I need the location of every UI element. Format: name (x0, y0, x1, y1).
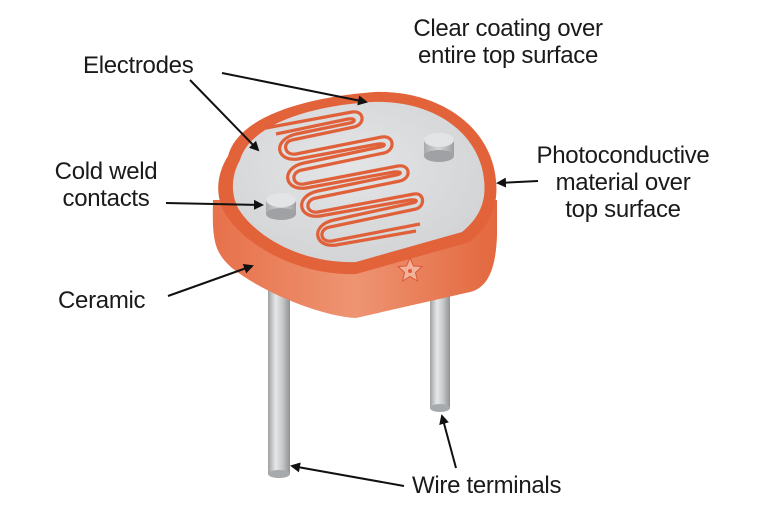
label-clear-coating-line1: Clear coating over (413, 15, 603, 42)
left-wire-tip (268, 470, 290, 478)
arrow-wire-left (290, 462, 405, 487)
label-photo-line2: material over (555, 169, 691, 196)
arrow-wire-right (439, 414, 457, 469)
electrodes-pattern (265, 110, 425, 247)
label-cold-weld-line1: Cold weld (54, 158, 158, 185)
electrode-track-outer (265, 110, 425, 243)
electrode-track-inner (275, 117, 418, 247)
wire-terminals (268, 278, 450, 478)
arrow-coldweld (165, 199, 264, 210)
callout-arrows (165, 72, 539, 487)
left-wire (268, 290, 290, 474)
label-cold-weld-line2: contacts (62, 185, 150, 212)
cold-weld-contacts (266, 133, 454, 220)
left-contact-top (266, 193, 296, 207)
right-contact-bottom (424, 150, 454, 162)
left-contact-bottom (266, 208, 296, 220)
adafruit-flower-icon (396, 256, 424, 283)
label-photo-line1: Photoconductive (536, 142, 710, 169)
label-cold-weld-contacts: Cold weld contacts (36, 158, 176, 212)
label-electrodes: Electrodes (83, 52, 194, 79)
label-ceramic-text: Ceramic (58, 287, 146, 314)
label-photoconductive-material: Photoconductive material over top surfac… (508, 142, 738, 223)
label-clear-coating: Clear coating over entire top surface (388, 15, 628, 69)
arrow-ceramic (167, 263, 254, 297)
right-wire-tip (430, 404, 450, 412)
label-ceramic: Ceramic (58, 287, 146, 314)
right-wire (430, 278, 450, 408)
arrow-electrodes-2 (189, 79, 260, 152)
arrow-electrodes-1 (221, 72, 368, 106)
label-electrodes-text: Electrodes (83, 52, 194, 79)
label-photo-line3: top surface (565, 196, 681, 223)
label-wire-terminals-text: Wire terminals (412, 472, 562, 499)
arrow-photo (496, 177, 539, 188)
label-clear-coating-line2: entire top surface (417, 42, 599, 69)
label-wire-terminals: Wire terminals (412, 472, 561, 499)
right-contact-top (424, 133, 454, 147)
